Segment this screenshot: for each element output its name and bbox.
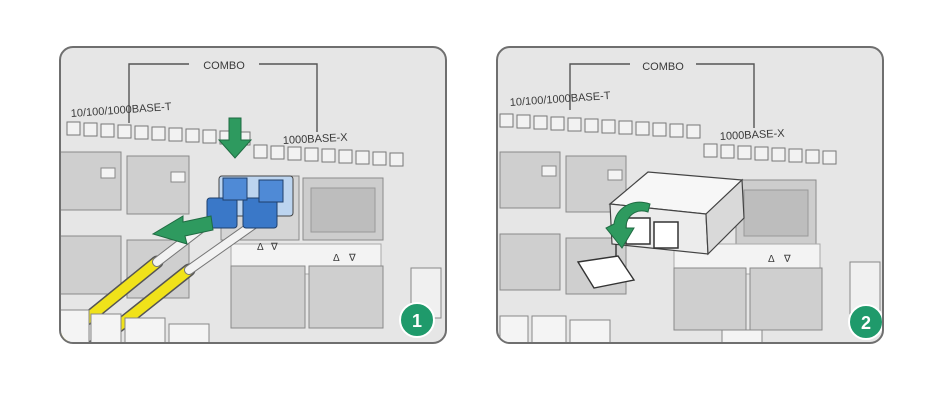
led-mark-down: ∇	[783, 254, 791, 265]
led-row	[499, 113, 837, 165]
fiber-port-label: 1000BASE-X	[283, 132, 349, 147]
bail-latch-rotate-arrow-icon	[605, 201, 651, 249]
pull-out-arrow-icon	[151, 215, 214, 245]
led-mark-down: ∇	[270, 242, 278, 253]
push-down-arrow-icon	[217, 117, 253, 159]
bottom-port-strip	[61, 309, 210, 342]
sfp-cages	[220, 175, 442, 329]
lc-connector	[206, 175, 294, 229]
led-mark-down-2: ∇	[348, 253, 356, 264]
step-number: 2	[861, 313, 871, 333]
combo-bracket	[569, 63, 755, 128]
step-badge	[848, 304, 882, 340]
step-number: 1	[412, 311, 422, 331]
step-badge	[399, 302, 435, 338]
fiber-port-label: 1000BASE-X	[720, 128, 786, 143]
step-2-panel: COMBO 10/100/1000BASE-T 1000BASE-X	[496, 46, 884, 344]
led-mark-up: Δ	[257, 242, 264, 253]
bottom-port-strip	[499, 315, 763, 342]
combo-bracket	[128, 63, 318, 132]
step-2-illustration: COMBO 10/100/1000BASE-T 1000BASE-X	[499, 61, 882, 342]
combo-label: COMBO	[203, 60, 245, 72]
combo-label: COMBO	[642, 61, 684, 73]
copper-port-label: 10/100/1000BASE-T	[509, 90, 611, 109]
step-1-panel: COMBO 10/100/1000BASE-T 1000BASE-X	[59, 46, 447, 344]
led-mark-up-2: Δ	[333, 253, 340, 264]
step-1-illustration: COMBO 10/100/1000BASE-T 1000BASE-X	[61, 60, 442, 342]
copper-port-label: 10/100/1000BASE-T	[70, 101, 172, 120]
led-mark-up: Δ	[768, 254, 775, 265]
copper-ports	[499, 151, 627, 295]
